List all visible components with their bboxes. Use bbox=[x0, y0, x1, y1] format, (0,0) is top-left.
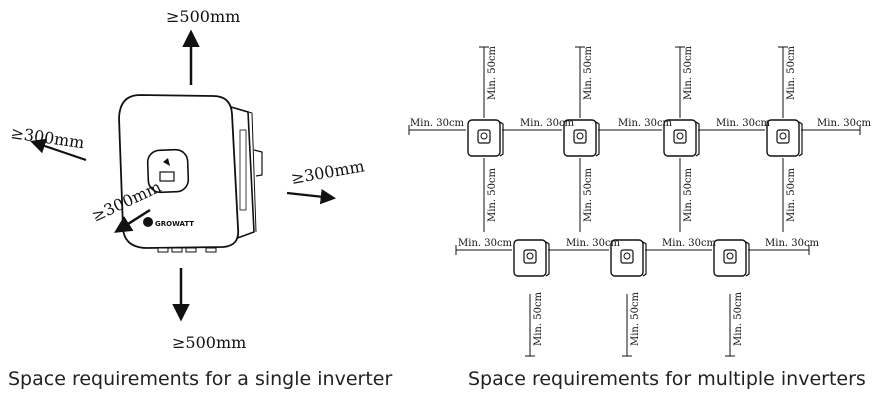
horizontal-clearance-label: Min. 30cm bbox=[458, 238, 513, 249]
vertical-clearance-label: Min. 50cm bbox=[583, 167, 594, 222]
horizontal-clearance-label: Min. 30cm bbox=[618, 118, 673, 129]
vertical-clearance-label: Min. 50cm bbox=[733, 291, 744, 346]
horizontal-clearance-label: Min. 30cm bbox=[765, 238, 820, 249]
logo-text: GROWATT bbox=[155, 220, 194, 228]
front-arrow bbox=[114, 208, 151, 233]
vertical-clearance-label: Min. 50cm bbox=[683, 167, 694, 222]
growatt-logo-icon bbox=[143, 217, 153, 227]
single-inverter: GROWATT bbox=[118, 94, 263, 253]
single-inverter-diagram: ≥500mm ≥500mm ≥300mm ≥300mm GROWATT bbox=[9, 7, 365, 352]
horizontal-clearance-label: Min. 30cm bbox=[716, 118, 771, 129]
vertical-clearance-label: Min. 50cm bbox=[533, 291, 544, 346]
horizontal-clearance-label: Min. 30cm bbox=[520, 118, 575, 129]
inverter-unit bbox=[513, 239, 550, 277]
right-clearance-label: ≥300mm bbox=[289, 156, 365, 188]
inverter-unit bbox=[766, 119, 803, 157]
right-arrow bbox=[286, 189, 337, 205]
inverter-unit bbox=[713, 239, 750, 277]
single-inverter-caption: Space requirements for a single inverter bbox=[8, 368, 393, 390]
inverter-unit bbox=[467, 119, 504, 157]
horizontal-clearance-label: Min. 30cm bbox=[410, 118, 465, 129]
vertical-clearance-label: Min. 50cm bbox=[487, 167, 498, 222]
left-arrow bbox=[30, 138, 87, 162]
vertical-clearance-label: Min. 50cm bbox=[583, 45, 594, 100]
vertical-clearance-label: Min. 50cm bbox=[683, 45, 694, 100]
vertical-clearance-label: Min. 50cm bbox=[786, 45, 797, 100]
vertical-clearance-label: Min. 50cm bbox=[487, 45, 498, 100]
vertical-clearance-label: Min. 50cm bbox=[786, 167, 797, 222]
horizontal-clearance-label: Min. 30cm bbox=[817, 118, 872, 129]
bottom-clearance-label: ≥500mm bbox=[172, 333, 246, 352]
multiple-inverters-caption: Space requirements for multiple inverter… bbox=[468, 368, 866, 390]
vertical-clearance-label: Min. 50cm bbox=[630, 291, 641, 346]
horizontal-clearance-label: Min. 30cm bbox=[662, 238, 717, 249]
top-clearance-label: ≥500mm bbox=[166, 7, 240, 26]
horizontal-clearance-label: Min. 30cm bbox=[566, 238, 621, 249]
